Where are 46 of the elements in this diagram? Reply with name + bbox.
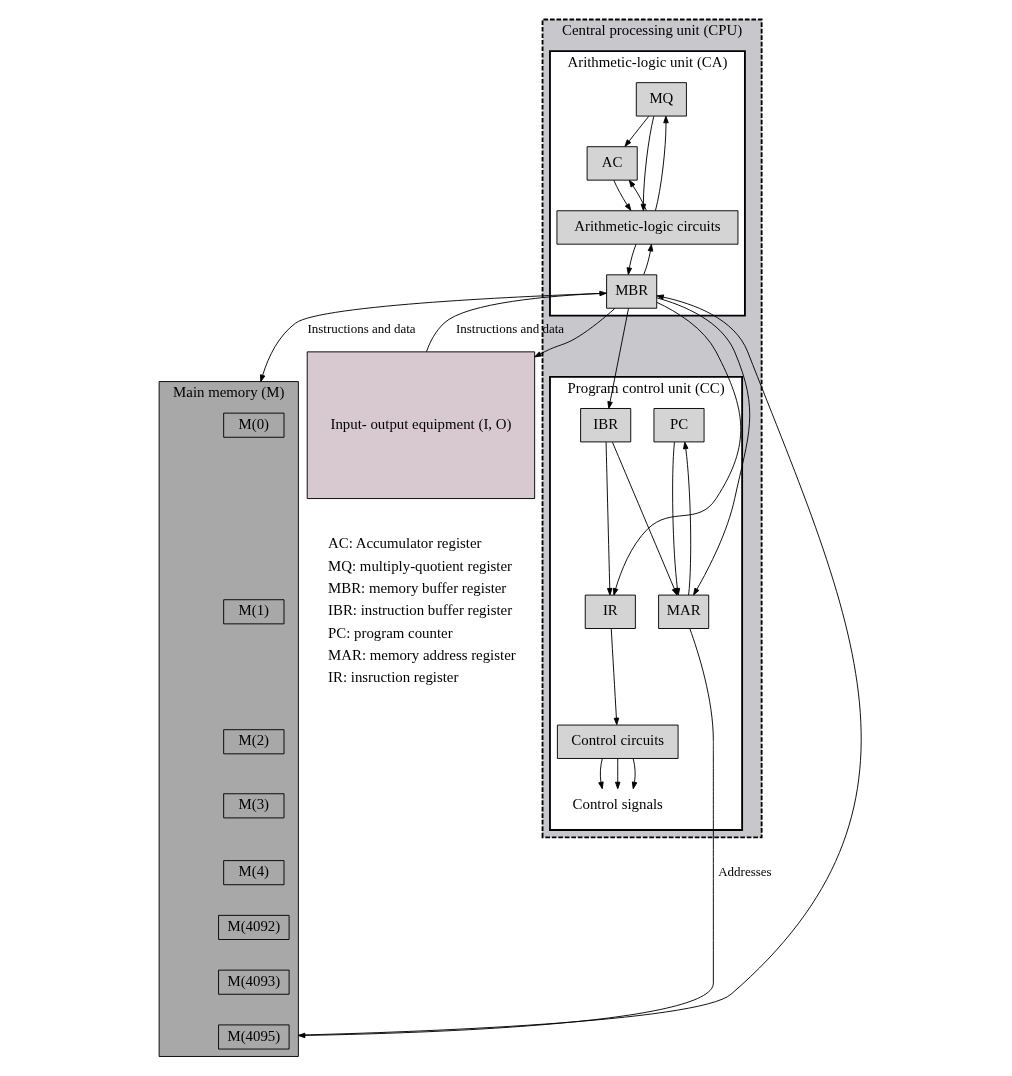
node-box: IR [584,594,636,629]
node-text: Control signals [572,796,663,813]
arrow [626,243,636,275]
node-box: M(4095) [217,1024,290,1050]
node-box: PC [652,408,705,443]
node-box: M(3) [222,793,284,819]
node-box: M(2) [222,729,284,755]
node-box: M(4093) [217,969,290,995]
edge-label: Instructions and data [306,321,416,337]
arrow [610,628,619,726]
arrow [259,292,607,383]
node-box: Arithmetic-logic circuits [555,210,738,245]
edge-label: Addresses [717,864,772,880]
arrow [297,294,861,1036]
node-box: IBR [579,408,631,443]
node-box: Input- output equipment (I, O) [306,351,535,499]
label: AC: Accumulator register [327,535,481,552]
arrow [614,758,620,790]
edge-label: Instructions and data [455,321,564,337]
node-box: M(0) [222,412,284,438]
node-box: MQ [635,82,687,117]
node-box: M(4) [222,860,284,886]
arrow [606,307,629,409]
node-box: AC [586,146,638,181]
label: PC: program counter [327,624,453,641]
node-box: MBR [605,274,657,309]
label: MBR: memory buffer register [327,580,506,597]
arrow [624,115,649,147]
label: IBR: instruction buffer register [327,602,512,619]
label: MAR: memory address register [327,646,516,663]
label: IR: insruction register [327,669,458,686]
arrow [654,115,669,212]
label: MQ: multiply-quotient register [327,557,512,574]
arrow [612,179,631,211]
arrow [597,758,604,790]
arrow [425,290,607,353]
arrow [631,758,637,790]
arrow [611,441,677,596]
arrow [682,441,691,596]
arrow [642,243,653,275]
arrow [605,441,612,596]
node-box: M(1) [222,599,284,625]
node-box: M(4092) [217,914,290,940]
arrow [533,307,615,358]
node-box: Control circuits [556,724,679,759]
node-box: MAR [657,594,709,629]
